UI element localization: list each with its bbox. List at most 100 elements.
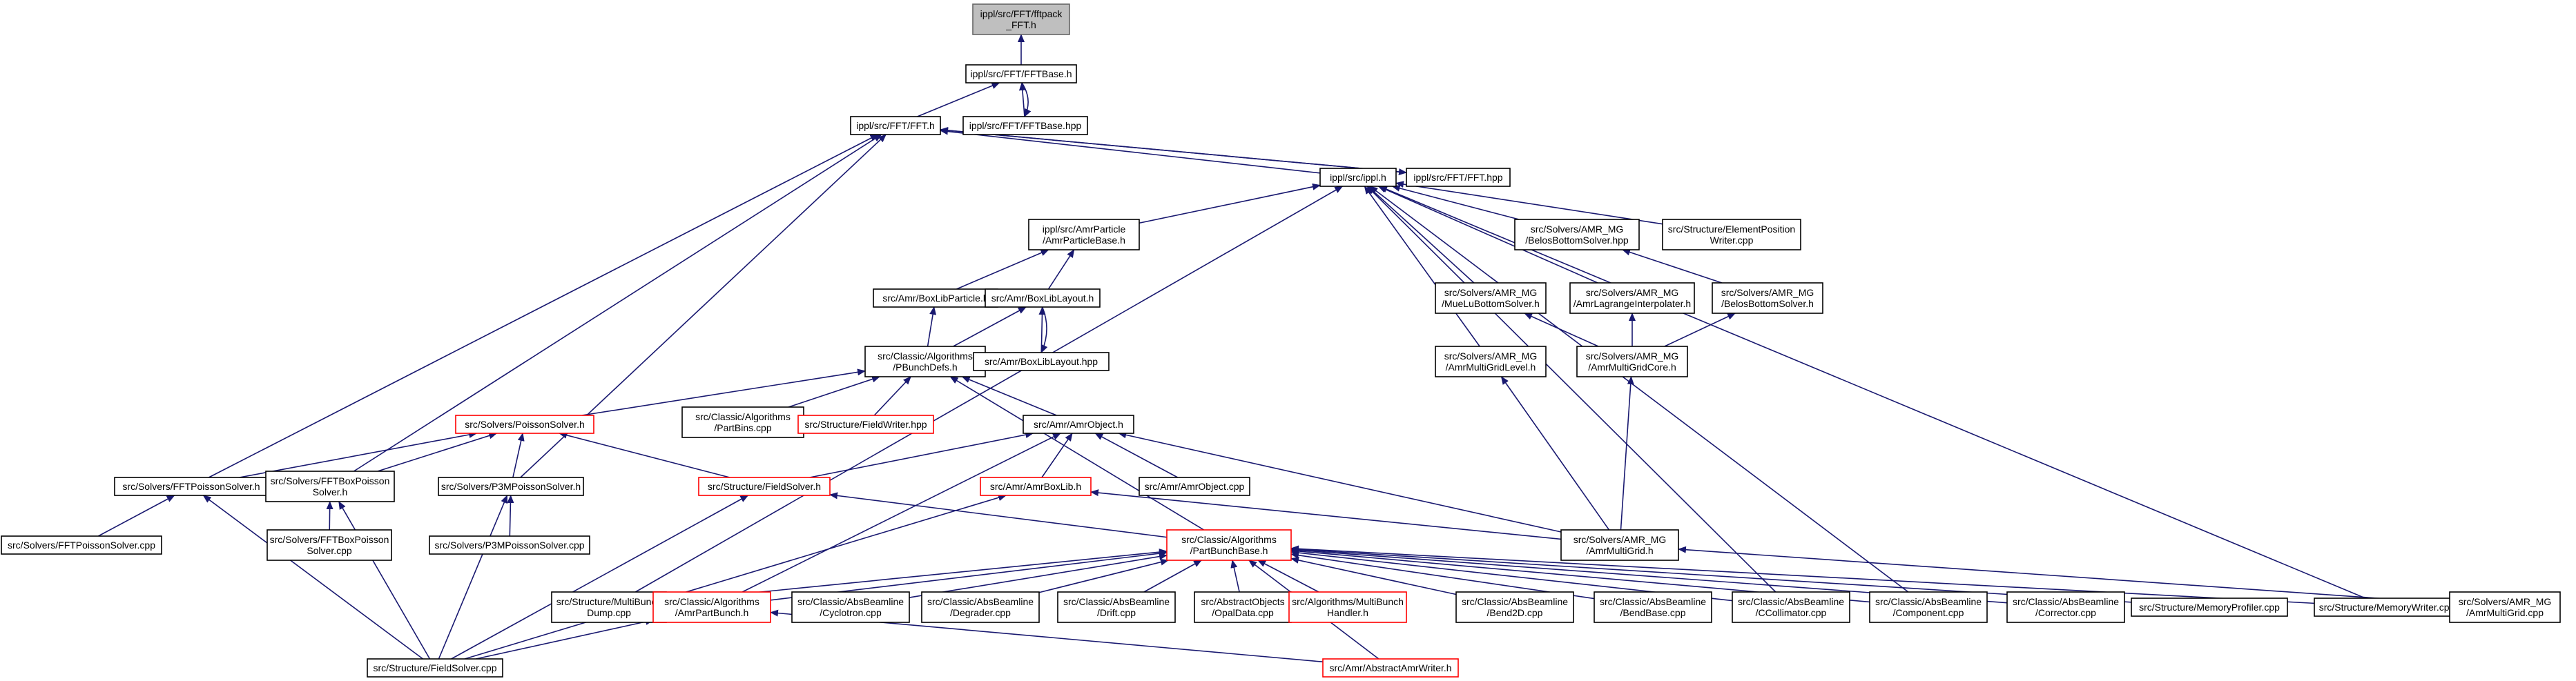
edge-ippl_h-to-fft_h bbox=[940, 128, 1321, 174]
node-box bbox=[367, 658, 503, 678]
edge-memwriter-to-partbunchbase bbox=[1290, 545, 2315, 604]
node-label: src/Structure/MemoryWriter.cpp bbox=[2319, 602, 2455, 613]
node-p3m_cpp[interactable]: src/Solvers/P3MPoissonSolver.cpp bbox=[429, 535, 590, 555]
edge-amrmultigrid_h-to-amrmglevel bbox=[1500, 376, 1610, 531]
node-box bbox=[1319, 168, 1397, 187]
edge-amrmultigrid_h-to-amrboxlib bbox=[1090, 489, 1562, 540]
node-memwriter[interactable]: src/Structure/MemoryWriter.cpp bbox=[2314, 598, 2460, 617]
node-box bbox=[455, 415, 594, 434]
edge-mbhandler-to-partbunchbase bbox=[1257, 560, 1319, 593]
edge-babtbs_hpp-to-ippl_h bbox=[1391, 184, 1520, 220]
node-label: /AmrMultiGrid.h bbox=[1586, 545, 1653, 556]
node-fft_h[interactable]: ippl/src/FFT/FFT.h bbox=[850, 116, 941, 135]
node-fft_hpp[interactable]: ippl/src/FFT/FFT.hpp bbox=[1406, 168, 1511, 187]
node-label: /Degrader.cpp bbox=[950, 607, 1011, 618]
node-label: src/Classic/AbsBeamline bbox=[927, 596, 1034, 607]
node-box bbox=[1455, 591, 1574, 623]
node-fftbase_h[interactable]: ippl/src/FFT/FFTBase.h bbox=[965, 64, 1077, 83]
node-boxlibparticle[interactable]: src/Amr/BoxLibParticle.h bbox=[873, 288, 998, 308]
node-fftpack[interactable]: ippl/src/FFT/fftpack_FFT.h bbox=[972, 3, 1070, 35]
node-amrwriter[interactable]: src/Amr/AbstractAmrWriter.h bbox=[1322, 658, 1459, 678]
node-babtbs_hpp[interactable]: src/Solvers/AMR_MG/BelosBottomSolver.hpp bbox=[1514, 219, 1640, 250]
edge-cyclotron-to-partbunchbase bbox=[909, 553, 1168, 598]
edge-component-to-ippl_h bbox=[1369, 186, 1909, 593]
node-corrector[interactable]: src/Classic/AbsBeamline/Corrector.cpp bbox=[2006, 591, 2125, 623]
node-label: src/Solvers/AMR_MG bbox=[1444, 351, 1538, 362]
node-label: src/Structure/FieldWriter.hpp bbox=[804, 419, 927, 430]
node-boxliblayout_hpp[interactable]: src/Amr/BoxLibLayout.hpp bbox=[973, 352, 1110, 371]
node-label: /Drift.cpp bbox=[1097, 607, 1136, 618]
edge-line bbox=[97, 495, 175, 537]
node-fftpoisson_cpp[interactable]: src/Solvers/FFTPoissonSolver.cpp bbox=[1, 535, 162, 555]
node-cyclotron[interactable]: src/Classic/AbsBeamline/Cyclotron.cpp bbox=[791, 591, 910, 623]
node-opaldata[interactable]: src/AbstractObjects/OpalData.cpp bbox=[1194, 591, 1292, 623]
node-bendbase[interactable]: src/Classic/AbsBeamline/BendBase.cpp bbox=[1594, 591, 1712, 623]
edge-ccollimator-to-ippl_h bbox=[1366, 186, 1776, 593]
edge-line bbox=[208, 134, 879, 478]
node-memprofiler[interactable]: src/Structure/MemoryProfiler.cpp bbox=[2131, 598, 2288, 617]
node-degrader[interactable]: src/Classic/AbsBeamline/Degrader.cpp bbox=[921, 591, 1040, 623]
node-p3m_h[interactable]: src/Solvers/P3MPoissonSolver.h bbox=[438, 477, 584, 496]
node-poisson[interactable]: src/Solvers/PoissonSolver.h bbox=[455, 415, 594, 434]
node-label: Writer.cpp bbox=[1710, 235, 1754, 246]
node-label: /AmrPartBunch.h bbox=[675, 607, 749, 618]
node-box bbox=[1435, 346, 1547, 377]
node-belos_h[interactable]: src/Solvers/AMR_MG/BelosBottomSolver.h bbox=[1712, 282, 1823, 314]
node-box bbox=[438, 477, 584, 496]
node-fftbase_hpp[interactable]: ippl/src/FFT/FFTBase.hpp bbox=[962, 116, 1088, 135]
node-label: /BendBase.cpp bbox=[1620, 607, 1686, 618]
edge-partbins-to-pbunchdefs bbox=[788, 375, 880, 408]
node-label: Dump.cpp bbox=[587, 607, 631, 618]
node-fieldsolver_cpp[interactable]: src/Structure/FieldSolver.cpp bbox=[367, 658, 503, 678]
edge-boxliblayout_hpp-to-boxliblayout_h bbox=[1038, 306, 1046, 353]
node-box bbox=[114, 477, 269, 496]
node-amrobject_cpp[interactable]: src/Amr/AmrObject.cpp bbox=[1139, 477, 1250, 496]
edge-amrmultigrid_h-to-amrobject_h bbox=[1118, 431, 1562, 533]
edge-line bbox=[1500, 376, 1610, 531]
node-amrmultigrid_cpp[interactable]: src/Solvers/AMR_MG/AmrMultiGrid.cpp bbox=[2449, 591, 2561, 623]
node-label: /PBunchDefs.h bbox=[893, 362, 957, 373]
node-label: src/Solvers/AMR_MG bbox=[1531, 224, 1624, 235]
node-drift[interactable]: src/Classic/AbsBeamline/Drift.cpp bbox=[1057, 591, 1176, 623]
node-muelu[interactable]: src/Solvers/AMR_MG/MueLuBottomSolver.h bbox=[1435, 282, 1547, 314]
edge-line bbox=[829, 492, 1168, 538]
node-amrmglevel[interactable]: src/Solvers/AMR_MG/AmrMultiGridLevel.h bbox=[1435, 346, 1547, 377]
node-ccollimator[interactable]: src/Classic/AbsBeamline/CCollimator.cpp bbox=[1732, 591, 1850, 623]
node-fieldwriter[interactable]: src/Structure/FieldWriter.hpp bbox=[797, 415, 934, 434]
node-component[interactable]: src/Classic/AbsBeamline/Component.cpp bbox=[1869, 591, 1988, 623]
edge-partbunchbase-to-pbunchdefs bbox=[949, 376, 1205, 531]
edge-fftbox_h-to-poisson bbox=[377, 432, 498, 472]
node-amrpartbunch[interactable]: src/Classic/Algorithms/AmrPartBunch.h bbox=[652, 591, 771, 623]
node-amrmultigrid_h[interactable]: src/Solvers/AMR_MG/AmrMultiGrid.h bbox=[1560, 529, 1679, 561]
node-amrboxlib[interactable]: src/Amr/AmrBoxLib.h bbox=[980, 477, 1092, 496]
edge-line bbox=[476, 618, 654, 660]
node-label: src/Amr/BoxLibLayout.hpp bbox=[985, 356, 1098, 367]
node-label: src/Classic/AbsBeamline bbox=[797, 596, 904, 607]
node-label: src/Solvers/AMR_MG bbox=[1586, 351, 1679, 362]
node-lagrange[interactable]: src/Solvers/AMR_MG/AmrLagrangeInterpolat… bbox=[1569, 282, 1695, 314]
edge-line bbox=[1678, 546, 2450, 604]
node-fftpoisson_h[interactable]: src/Solvers/FFTPoissonSolver.h bbox=[114, 477, 269, 496]
edge-line bbox=[1391, 184, 1520, 220]
node-ippl_h[interactable]: ippl/src/ippl.h bbox=[1319, 168, 1397, 187]
node-label: /Bend2D.cpp bbox=[1487, 607, 1543, 618]
edge-boxlibparticle-to-amrparticlebase bbox=[956, 249, 1049, 290]
node-boxliblayout_h[interactable]: src/Amr/BoxLibLayout.h bbox=[985, 288, 1101, 308]
edge-line bbox=[1143, 560, 1203, 593]
node-pbunchdefs[interactable]: src/Classic/Algorithms/PBunchDefs.h bbox=[864, 346, 986, 377]
node-fieldsolver_h[interactable]: src/Structure/FieldSolver.h bbox=[698, 477, 831, 496]
node-partbunchbase[interactable]: src/Classic/Algorithms/PartBunchBase.h bbox=[1166, 529, 1292, 561]
node-amrmgcore[interactable]: src/Solvers/AMR_MG/AmrMultiGridCore.h bbox=[1576, 346, 1688, 377]
edge-line bbox=[512, 433, 525, 478]
node-partbins[interactable]: src/Classic/Algorithms/PartBins.cpp bbox=[681, 406, 804, 438]
node-amrparticlebase[interactable]: ippl/src/AmrParticle/AmrParticleBase.h bbox=[1028, 219, 1140, 250]
node-amrobject_h[interactable]: src/Amr/AmrObject.h bbox=[1023, 415, 1134, 434]
edge-fftpoisson_cpp-to-fftpoisson_h bbox=[97, 495, 175, 537]
node-bend2d[interactable]: src/Classic/AbsBeamline/Bend2D.cpp bbox=[1455, 591, 1574, 623]
node-label: _FFT.h bbox=[1005, 19, 1036, 30]
